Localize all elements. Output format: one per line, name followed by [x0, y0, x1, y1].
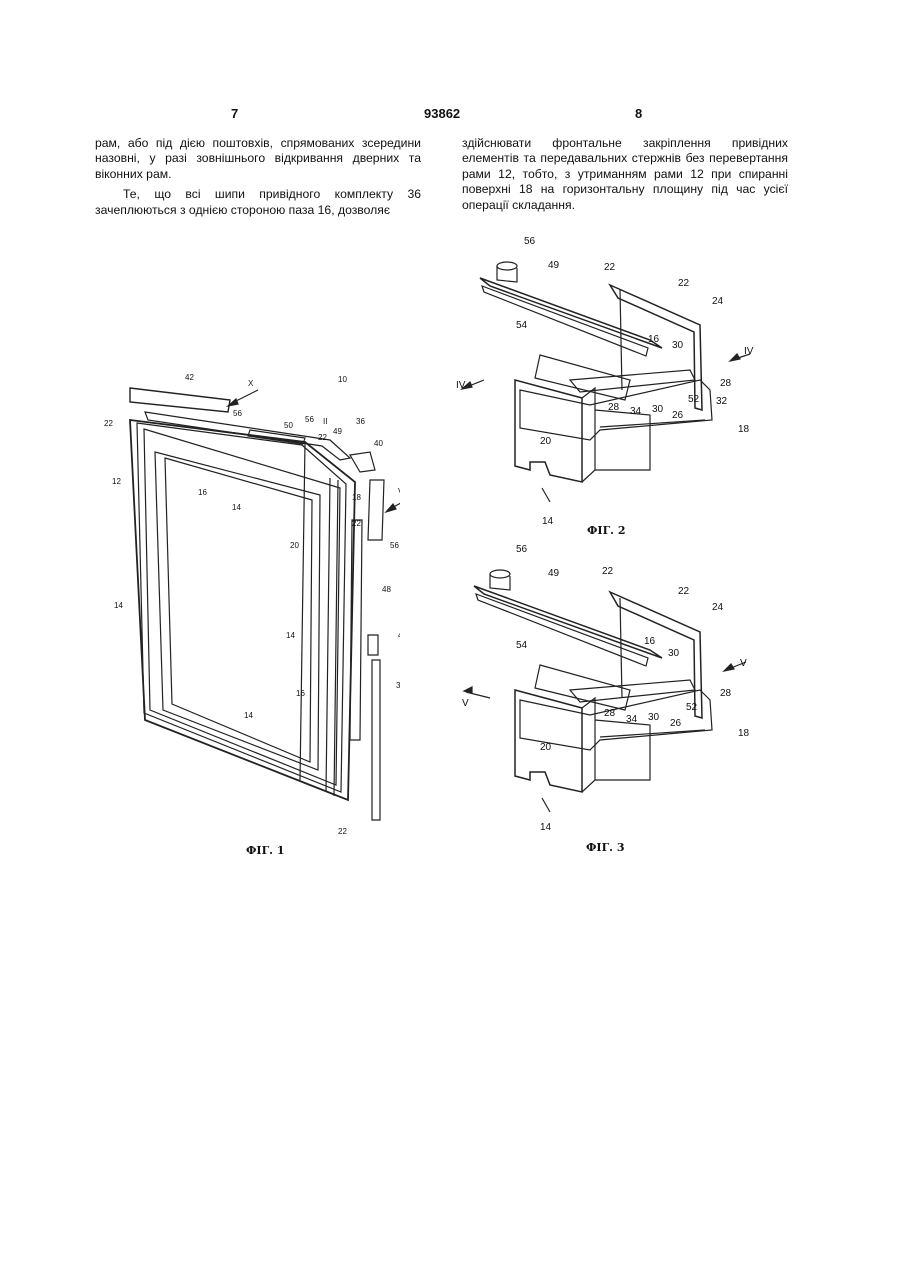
figure-3-drawing: 56 49 22 22 24 54 16 30 V V 28 52 28 34 …: [450, 540, 760, 835]
fig2-label-14: 14: [542, 516, 554, 525]
fig1-label-18: 18: [352, 493, 361, 502]
figure-1-drawing: 42 X 10 22 56 56 50 II 36 22 49 40 12 16…: [100, 360, 400, 860]
figure-1-caption: ФІГ. 1: [246, 844, 285, 857]
fig2-label-22-b: 22: [678, 278, 690, 289]
left-paragraph-1: рам, або під дією поштовхів, спрямованих…: [95, 136, 421, 182]
fig2-label-32: 32: [716, 396, 728, 407]
fig3-label-26: 26: [670, 718, 682, 729]
fig1-label-12: 12: [112, 477, 121, 486]
fig1-label-22-d: 22: [338, 827, 347, 836]
fig2-label-28-b: 28: [608, 402, 620, 413]
fig3-label-16: 16: [644, 636, 656, 647]
fig1-label-56-a: 56: [233, 409, 242, 418]
fig1-label-40: 40: [374, 439, 383, 448]
figure-3: 56 49 22 22 24 54 16 30 V V 28 52 28 34 …: [450, 540, 760, 835]
fig1-label-22-a: 22: [104, 419, 113, 428]
fig2-label-24: 24: [712, 296, 724, 307]
figure-2: 56 49 22 22 24 54 16 30 IV IV 28 52 28 3…: [450, 230, 760, 525]
fig1-label-50: 50: [284, 421, 293, 430]
figure-2-drawing: 56 49 22 22 24 54 16 30 IV IV 28 52 28 3…: [450, 230, 760, 525]
fig1-label-36: 36: [356, 417, 365, 426]
fig3-label-54: 54: [516, 640, 528, 651]
fig3-label-24: 24: [712, 602, 724, 613]
fig1-label-VI: VI: [398, 487, 400, 496]
figure-3-caption: ФІГ. 3: [586, 841, 625, 854]
fig3-label-30-b: 30: [648, 712, 660, 723]
fig1-label-14-c: 14: [286, 631, 295, 640]
fig1-label-16-a: 16: [198, 488, 207, 497]
fig1-label-20: 20: [290, 541, 299, 550]
fig2-label-54: 54: [516, 320, 528, 331]
fig1-label-14-b: 14: [114, 601, 123, 610]
fig3-label-28-b: 28: [604, 708, 616, 719]
fig3-label-56: 56: [516, 544, 528, 555]
fig2-label-34: 34: [630, 406, 642, 417]
fig2-label-56: 56: [524, 236, 536, 247]
page-number-left: 7: [231, 106, 238, 121]
fig3-label-22-b: 22: [678, 586, 690, 597]
fig1-label-56-b: 56: [305, 415, 314, 424]
fig1-label-46: 46: [398, 631, 400, 640]
fig1-label-22-c: 22: [352, 519, 361, 528]
patent-number: 93862: [424, 106, 460, 121]
fig2-label-22-a: 22: [604, 262, 616, 273]
fig2-label-IV-a: IV: [744, 346, 754, 357]
fig3-label-V-b: V: [462, 698, 469, 709]
fig3-label-14: 14: [540, 822, 552, 833]
fig2-label-28-a: 28: [720, 378, 732, 389]
fig2-label-20: 20: [540, 436, 552, 447]
page-number-right: 8: [635, 106, 642, 121]
fig1-label-14-d: 14: [244, 711, 253, 720]
fig3-label-V-a: V: [740, 658, 747, 669]
fig1-label-49: 49: [333, 427, 342, 436]
fig2-label-49: 49: [548, 260, 560, 271]
fig1-label-14-a: 14: [232, 503, 241, 512]
left-text-column: рам, або під дією поштовхів, спрямованих…: [95, 136, 421, 218]
fig1-label-42: 42: [185, 373, 194, 382]
figure-2-caption: ФІГ. 2: [587, 524, 626, 537]
fig1-label-II: II: [323, 417, 327, 426]
fig1-label-X: X: [248, 379, 254, 388]
fig2-label-30-b: 30: [652, 404, 664, 415]
fig2-label-30-a: 30: [672, 340, 684, 351]
fig2-label-52: 52: [688, 394, 700, 405]
fig3-label-18: 18: [738, 728, 750, 739]
fig1-label-22-b: 22: [318, 433, 327, 442]
fig3-label-20: 20: [540, 742, 552, 753]
fig3-label-52: 52: [686, 702, 698, 713]
fig1-label-48: 48: [382, 585, 391, 594]
fig3-label-34: 34: [626, 714, 638, 725]
fig3-label-30-a: 30: [668, 648, 680, 659]
fig2-label-18: 18: [738, 424, 750, 435]
fig3-label-49: 49: [548, 568, 560, 579]
fig2-label-26: 26: [672, 410, 684, 421]
right-text-column: здійснювати фронтальне закріплення приві…: [462, 136, 788, 213]
figure-1: 42 X 10 22 56 56 50 II 36 22 49 40 12 16…: [100, 360, 400, 860]
fig3-label-22-a: 22: [602, 566, 614, 577]
fig3-label-28-a: 28: [720, 688, 732, 699]
fig2-label-IV-b: IV: [456, 380, 466, 391]
fig1-label-16-b: 16: [296, 689, 305, 698]
fig1-label-56-c: 56: [390, 541, 399, 550]
fig2-label-16: 16: [648, 334, 660, 345]
fig1-label-38: 38: [396, 681, 400, 690]
right-paragraph-1: здійснювати фронтальне закріплення приві…: [462, 136, 788, 213]
fig1-label-10: 10: [338, 375, 347, 384]
left-paragraph-2: Те, що всі шипи привідного комплекту 36 …: [95, 187, 421, 218]
